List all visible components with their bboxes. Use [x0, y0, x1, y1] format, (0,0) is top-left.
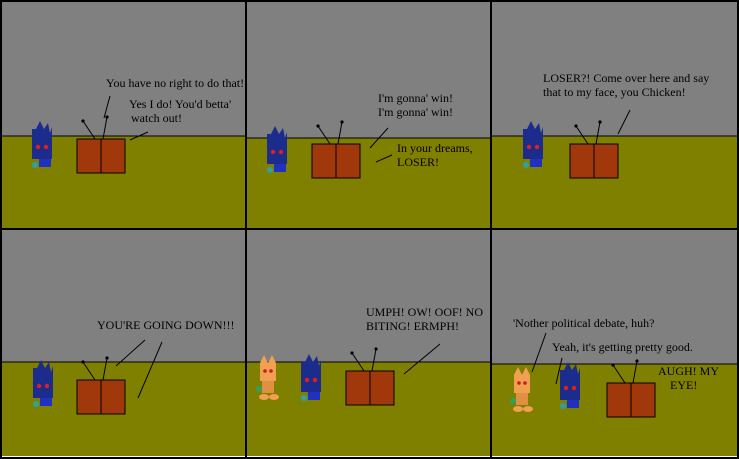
speech-text: BITING! ERMPH! — [366, 319, 459, 333]
speech-text: Yeah, it's getting pretty good. — [552, 340, 693, 354]
speech-text: watch out! — [131, 111, 182, 125]
speech-text: Yes I do! You'd betta' — [129, 97, 231, 111]
speech-text: EYE! — [670, 378, 697, 392]
panel-6: 'Nother political debate, huh? Yeah, it'… — [492, 230, 737, 456]
speech-text: UMPH! OW! OOF! NO — [366, 305, 483, 319]
speech-text: YOU'RE GOING DOWN!!! — [97, 318, 234, 332]
speech-text: You have no right to do that! — [106, 76, 244, 90]
speech-text: I'm gonna' win! — [378, 105, 453, 119]
speech-text: that to my face, you Chicken! — [543, 85, 686, 99]
speech-text: In your dreams, — [397, 141, 473, 155]
panel-4: YOU'RE GOING DOWN!!! — [2, 230, 245, 456]
speech-text: AUGH! MY — [658, 364, 719, 378]
speech-text: LOSER?! Come over here and say — [543, 71, 709, 85]
speech-text: LOSER! — [397, 155, 439, 169]
panel-3: LOSER?! Come over here and say that to m… — [492, 2, 737, 228]
panel-5: UMPH! OW! OOF! NO BITING! ERMPH! — [247, 230, 490, 456]
panel-2: I'm gonna' win! I'm gonna' win! In your … — [247, 2, 490, 228]
speech-text: I'm gonna' win! — [378, 91, 453, 105]
speech-text: 'Nother political debate, huh? — [513, 316, 654, 330]
panel-1: You have no right to do that! Yes I do! … — [2, 2, 245, 228]
